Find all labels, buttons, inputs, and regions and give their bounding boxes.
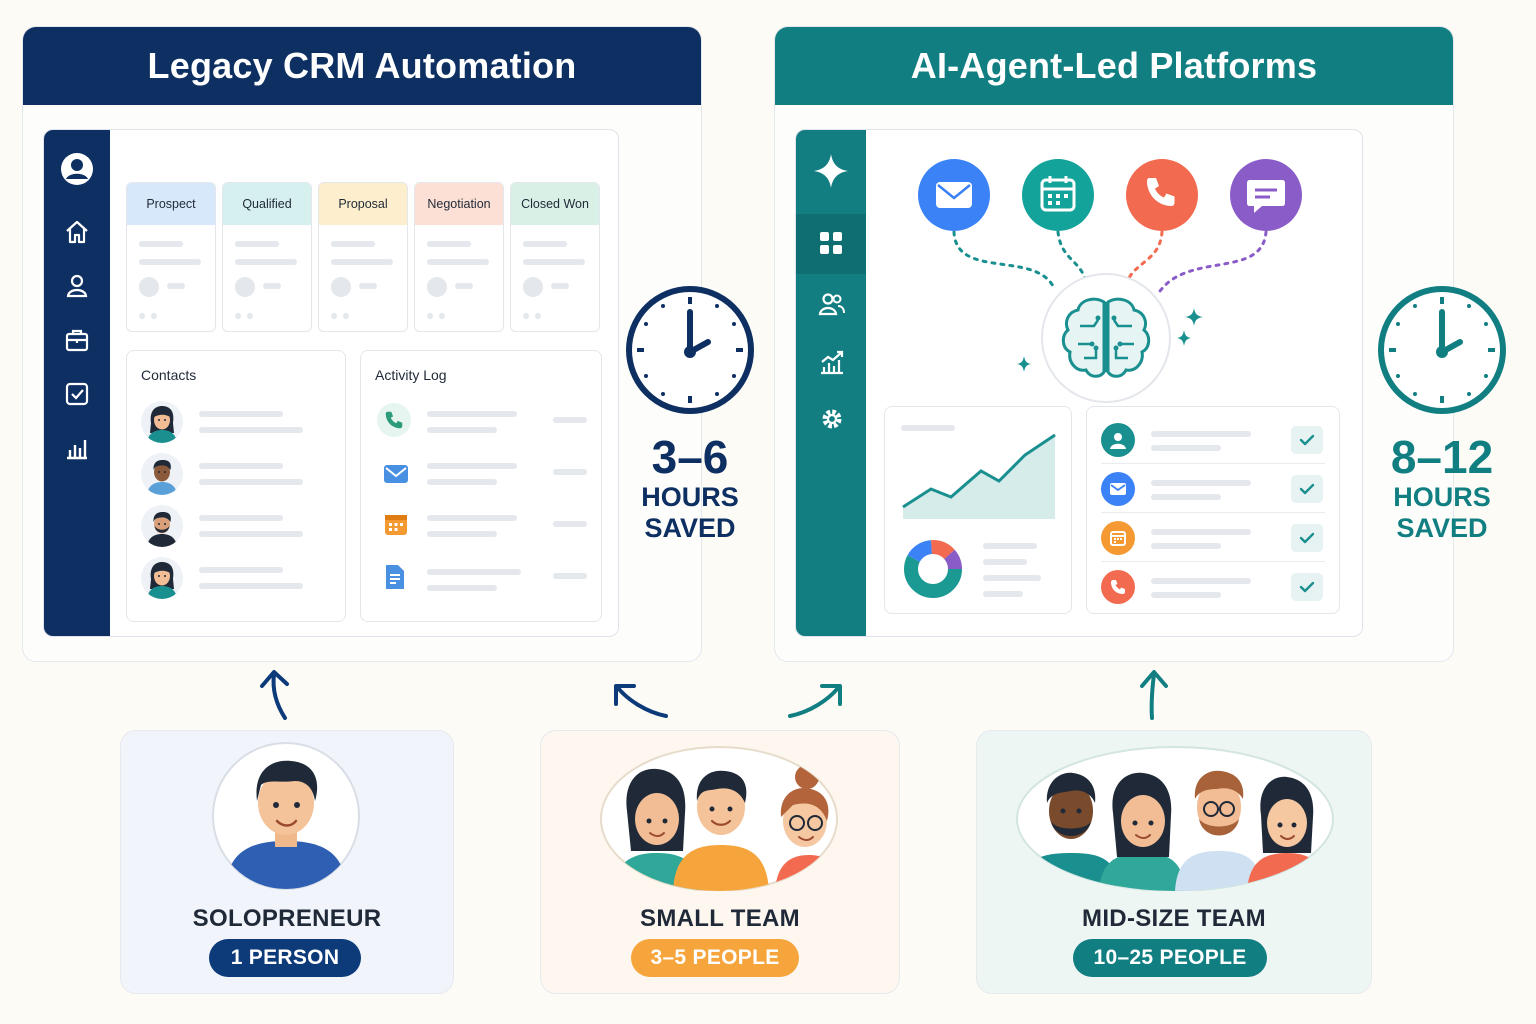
legacy-clock-icon <box>626 286 754 414</box>
donut-chart <box>904 540 962 598</box>
task-complete-checkbox[interactable] <box>1291 524 1323 552</box>
ai-hours-line1: HOURS <box>1393 482 1491 512</box>
contact-avatar[interactable] <box>141 557 183 599</box>
chat-channel-icon[interactable] <box>1230 159 1302 231</box>
solopreneur-card: SOLOPRENEUR 1 PERSON <box>120 730 454 994</box>
task-complete-checkbox[interactable] <box>1291 573 1323 601</box>
reports-chart-icon[interactable] <box>63 434 91 462</box>
mid-size-team-card: MID-SIZE TEAM 10–25 PEOPLE <box>976 730 1372 994</box>
ai-sidebar <box>796 130 866 636</box>
pipeline-stage-header: Proposal <box>319 183 407 225</box>
small-team-legacy-arrow <box>614 684 668 718</box>
sidebar-active-item[interactable] <box>796 214 866 274</box>
phone-channel-icon[interactable] <box>1126 159 1198 231</box>
ai-platform-panel: AI-Agent-Led Platforms <box>774 26 1454 662</box>
legacy-hours-saved: 3–6 HOURS SAVED <box>620 432 760 544</box>
pipeline-stage-header: Prospect <box>127 183 215 225</box>
legacy-hours-line1: HOURS <box>641 482 739 512</box>
pipeline-stage-header: Closed Won <box>511 183 599 225</box>
pipeline-stage-column[interactable]: Prospect <box>126 182 216 332</box>
growth-line-chart <box>902 433 1056 519</box>
legacy-hours-value: 3–6 <box>651 431 729 483</box>
ai-brain-icon <box>1041 273 1171 403</box>
dashboard-grid-icon[interactable] <box>818 230 844 256</box>
contact-avatar[interactable] <box>141 401 183 443</box>
mail-icon[interactable] <box>383 463 409 485</box>
briefcase-icon[interactable] <box>63 326 91 354</box>
mid-size-arrow <box>1140 670 1168 720</box>
small-team-ai-arrow <box>788 684 842 718</box>
pipeline-stage-header: Negotiation <box>415 183 503 225</box>
ai-panel-title: AI-Agent-Led Platforms <box>775 27 1453 105</box>
calendar-icon[interactable] <box>383 511 409 537</box>
legacy-sidebar <box>44 130 110 636</box>
mid-size-team-avatar <box>1016 746 1334 891</box>
contact-avatar[interactable] <box>141 505 183 547</box>
document-icon[interactable] <box>383 563 407 591</box>
solopreneur-label: SOLOPRENEUR <box>192 905 382 932</box>
contact-avatar[interactable] <box>141 453 183 495</box>
user-icon <box>1101 423 1135 457</box>
ai-clock-icon <box>1378 286 1506 414</box>
ai-hours-value: 8–12 <box>1390 431 1494 483</box>
phone-icon <box>1101 570 1135 604</box>
analytics-card <box>884 406 1072 614</box>
team-icon[interactable] <box>818 290 846 318</box>
flow-arrows <box>260 670 1168 720</box>
phone-icon <box>385 411 403 429</box>
calendar-icon <box>1101 521 1135 555</box>
task-complete-checkbox[interactable] <box>1291 426 1323 454</box>
checkmark-icon <box>1299 581 1315 593</box>
legacy-crm-panel: Legacy CRM Automation <box>22 26 702 662</box>
solopreneur-arrow <box>260 670 289 720</box>
small-team-size-pill: 3–5 PEOPLE <box>631 939 799 977</box>
ai-platform-window <box>795 129 1363 637</box>
small-team-avatar <box>600 746 838 891</box>
calendar-channel-icon[interactable] <box>1022 159 1094 231</box>
mid-size-team-size-pill: 10–25 PEOPLE <box>1073 939 1267 977</box>
checkmark-icon <box>1299 532 1315 544</box>
activity-log-card: Activity Log <box>360 350 602 622</box>
home-icon[interactable] <box>63 218 91 246</box>
mail-icon <box>1101 472 1135 506</box>
mid-size-team-label: MID-SIZE TEAM <box>1082 905 1266 932</box>
analytics-icon[interactable] <box>818 348 846 376</box>
small-team-card: SMALL TEAM 3–5 PEOPLE <box>540 730 900 994</box>
contacts-card: Contacts <box>126 350 346 622</box>
small-team-label: SMALL TEAM <box>640 905 800 932</box>
legacy-panel-title: Legacy CRM Automation <box>23 27 701 105</box>
user-profile-icon[interactable] <box>60 152 94 186</box>
sparkle-icon[interactable] <box>812 152 850 190</box>
automated-tasks-card <box>1086 406 1340 614</box>
mail-channel-icon[interactable] <box>918 159 990 231</box>
ai-hours-saved: 8–12 HOURS SAVED <box>1370 432 1514 544</box>
activity-item[interactable] <box>377 403 411 437</box>
checkmark-icon <box>1299 483 1315 495</box>
pipeline-stage-header: Qualified <box>223 183 311 225</box>
pipeline-stage-column[interactable]: Qualified <box>222 182 312 332</box>
checkmark-icon <box>1299 434 1315 446</box>
contacts-icon[interactable] <box>63 272 91 300</box>
solopreneur-size-pill: 1 PERSON <box>209 939 361 977</box>
ai-agent-hub-diagram <box>918 159 1302 403</box>
tasks-checkbox-icon[interactable] <box>63 380 91 408</box>
ai-hours-line2: SAVED <box>1396 513 1488 543</box>
task-complete-checkbox[interactable] <box>1291 475 1323 503</box>
activity-log-title: Activity Log <box>375 367 447 383</box>
settings-gear-icon[interactable] <box>818 405 846 433</box>
legacy-hours-line2: SAVED <box>644 513 736 543</box>
contacts-title: Contacts <box>141 367 197 383</box>
pipeline-stage-column[interactable]: Proposal <box>318 182 408 332</box>
solopreneur-avatar <box>212 742 360 890</box>
pipeline-stage-column[interactable]: Closed Won <box>510 182 600 332</box>
pipeline-stage-column[interactable]: Negotiation <box>414 182 504 332</box>
